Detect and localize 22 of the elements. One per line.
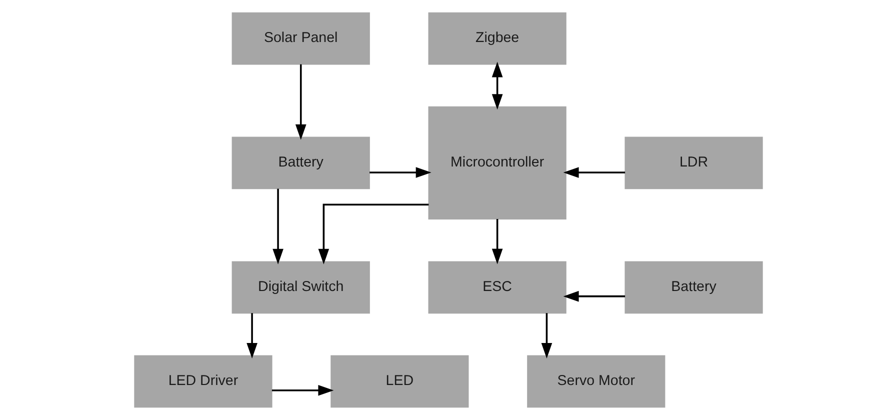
arrow — [491, 62, 502, 110]
arrow — [562, 167, 625, 178]
arrow — [271, 384, 334, 396]
arrow — [369, 167, 431, 178]
node-box: Battery — [624, 261, 762, 314]
node-box: LED Driver — [134, 355, 272, 408]
arrow — [562, 290, 625, 302]
node-box: ESC — [428, 261, 566, 314]
arrow — [272, 188, 283, 264]
arrow — [491, 219, 502, 264]
node-box: LDR — [624, 136, 762, 190]
node-box: Zigbee — [428, 12, 566, 65]
arrow — [246, 313, 257, 358]
node-box: Microcontroller — [428, 106, 566, 220]
node-box: LED — [330, 355, 468, 408]
node-box: Digital Switch — [231, 261, 370, 314]
arrow — [540, 313, 552, 358]
node-box: Solar Panel — [231, 12, 370, 65]
node-box: Battery — [231, 136, 370, 190]
arrow — [294, 64, 306, 140]
node-box: Servo Motor — [526, 355, 665, 408]
arrow — [318, 204, 428, 264]
